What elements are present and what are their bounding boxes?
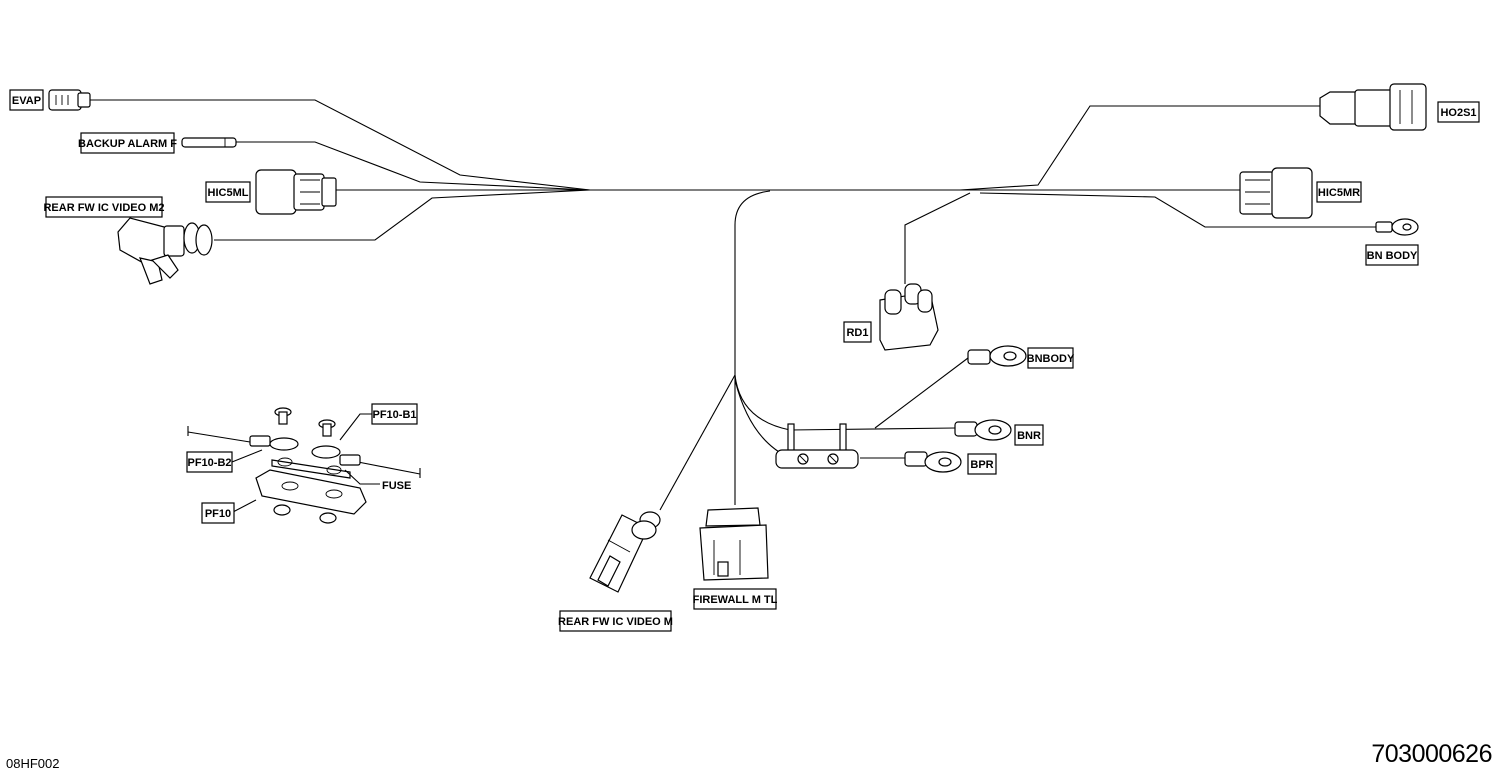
label-bnbody: BNBODY: [1027, 347, 1075, 369]
label-pf10-b2: PF10-B2: [186, 451, 233, 473]
label-pf10-b1: PF10-B1: [371, 403, 418, 425]
label-hic5mr: HIC5MR: [1316, 181, 1362, 203]
label-firewall-m-tl: FIREWALL M TL: [693, 588, 778, 610]
nut-icon: [319, 512, 337, 524]
label-bpr: BPR: [967, 453, 997, 475]
svg-text:BN BODY: BN BODY: [1367, 250, 1418, 262]
svg-text:EVAP: EVAP: [12, 95, 41, 107]
label-evap: EVAP: [9, 89, 44, 111]
svg-text:FIREWALL M TL: FIREWALL M TL: [693, 594, 778, 606]
backup-alarm-terminal-icon: [181, 137, 237, 148]
rear-fw-ic-video-m-connector-icon: [589, 511, 661, 593]
label-rear-fw-ic-video-m: REAR FW IC VIDEO M: [558, 610, 673, 632]
label-pf10: PF10: [201, 502, 235, 524]
svg-text:HO2S1: HO2S1: [1440, 107, 1476, 119]
part-number: 703000626: [1371, 740, 1492, 768]
svg-text:PF10-B2: PF10-B2: [187, 457, 231, 469]
hic5ml-connector-icon: [255, 169, 337, 215]
bn-body-ring-terminal-icon: [1375, 218, 1419, 236]
screw-icon: [318, 419, 336, 437]
svg-text:BPR: BPR: [970, 459, 993, 471]
bpr-ring-terminal-icon: [904, 451, 962, 473]
pf10-exploded-view: [187, 407, 421, 524]
label-backup-alarm-f: BACKUP ALARM F: [78, 132, 177, 154]
ho2s1-connector-icon: [1319, 83, 1427, 131]
label-fuse: FUSE: [382, 480, 411, 492]
nut-icon: [273, 504, 291, 516]
svg-text:REAR FW IC VIDEO M: REAR FW IC VIDEO M: [558, 616, 673, 628]
svg-text:REAR FW IC VIDEO M2: REAR FW IC VIDEO M2: [43, 202, 164, 214]
svg-text:PF10-B1: PF10-B1: [372, 409, 416, 421]
svg-text:HIC5ML: HIC5ML: [208, 187, 249, 199]
svg-text:FUSE: FUSE: [382, 480, 411, 492]
bnr-ring-terminal-icon: [954, 419, 1012, 441]
bnbody-ring-terminal-icon: [967, 345, 1027, 367]
rear-fw-ic-video-m2-connector-icon: [117, 217, 213, 285]
drawing-code: 08HF002: [6, 756, 60, 771]
evap-connector-icon: [48, 89, 91, 111]
screw-icon: [274, 407, 292, 425]
rd1-relay-socket-icon: [879, 283, 939, 351]
svg-text:HIC5MR: HIC5MR: [1318, 187, 1360, 199]
fuse-holder-icon: [775, 423, 859, 469]
label-rd1: RD1: [843, 321, 872, 343]
svg-text:BACKUP ALARM F: BACKUP ALARM F: [78, 138, 177, 150]
svg-text:RD1: RD1: [846, 327, 868, 339]
label-bnr: BNR: [1014, 424, 1044, 446]
svg-text:BNBODY: BNBODY: [1027, 353, 1075, 365]
svg-text:BNR: BNR: [1017, 430, 1041, 442]
hic5mr-connector-icon: [1239, 167, 1313, 219]
svg-text:PF10: PF10: [205, 508, 231, 520]
label-ho2s1: HO2S1: [1437, 101, 1480, 123]
label-hic5ml: HIC5ML: [205, 181, 251, 203]
label-bn-body: BN BODY: [1365, 244, 1419, 266]
firewall-m-tl-connector-icon: [699, 507, 769, 581]
label-rear-fw-ic-video-m2: REAR FW IC VIDEO M2: [43, 196, 165, 218]
